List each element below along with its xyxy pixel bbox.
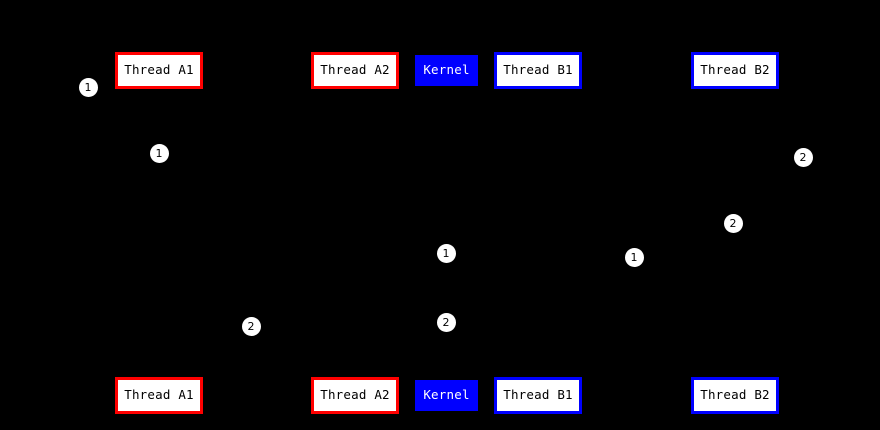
participant-head-thread-b2[interactable]: Thread B2 [691, 52, 779, 89]
sequence-badge: 1 [149, 143, 169, 163]
participant-label: Thread B1 [503, 387, 573, 403]
participant-label: Thread B1 [503, 62, 573, 78]
participant-label: Kernel [423, 62, 470, 78]
lifeline-thread-a2 [355, 89, 356, 377]
sequence-badge: 1 [436, 243, 456, 263]
sequence-badge-label: 1 [84, 80, 92, 94]
sequence-badge: 2 [436, 312, 456, 332]
message-arrow-1 [159, 150, 447, 156]
message-arrow-2 [445, 220, 734, 226]
sequence-badge: 2 [241, 316, 261, 336]
participant-foot-thread-b2[interactable]: Thread B2 [691, 377, 779, 414]
participant-foot-thread-a1[interactable]: Thread A1 [115, 377, 203, 414]
sequence-badge: 1 [78, 77, 98, 97]
participant-head-thread-b1[interactable]: Thread B1 [494, 52, 582, 89]
sequence-badge-label: 1 [442, 246, 450, 260]
participant-foot-thread-b1[interactable]: Thread B1 [494, 377, 582, 414]
participant-head-kernel[interactable]: Kernel [415, 55, 478, 86]
participant-head-thread-a1[interactable]: Thread A1 [115, 52, 203, 89]
participant-label: Thread A2 [320, 62, 390, 78]
sequence-badge-label: 2 [799, 150, 807, 164]
sequence-badge-label: 1 [155, 146, 163, 160]
sequence-badge-label: 2 [442, 315, 450, 329]
participant-label: Thread A1 [124, 387, 194, 403]
lifeline-thread-b1 [538, 89, 539, 377]
participant-label: Thread A2 [320, 387, 390, 403]
participant-label: Thread A1 [124, 62, 194, 78]
sequence-badge: 2 [723, 213, 743, 233]
sequence-badge-label: 1 [630, 250, 638, 264]
message-arrow-3 [446, 254, 539, 260]
participant-label: Thread B2 [700, 387, 770, 403]
participant-foot-thread-a2[interactable]: Thread A2 [311, 377, 399, 414]
sequence-badge: 1 [624, 247, 644, 267]
participant-foot-kernel[interactable]: Kernel [415, 380, 478, 411]
lifeline-thread-a1 [159, 89, 160, 377]
participant-head-thread-a2[interactable]: Thread A2 [311, 52, 399, 89]
message-arrow-4 [354, 323, 446, 329]
sequence-badge-label: 2 [729, 216, 737, 230]
participant-label: Thread B2 [700, 62, 770, 78]
lifeline-thread-b2 [734, 89, 735, 377]
participant-label: Kernel [423, 387, 470, 403]
sequence-badge-label: 2 [247, 319, 255, 333]
lifeline-kernel [446, 89, 447, 377]
sequence-badge: 2 [793, 147, 813, 167]
